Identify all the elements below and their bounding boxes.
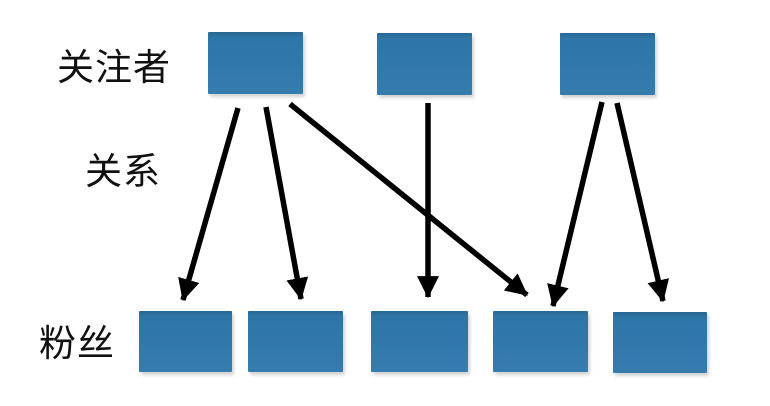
- relation-arrow: [263, 106, 309, 301]
- fan-node: [371, 311, 468, 372]
- relation-arrow: [178, 107, 241, 302]
- fan-node: [248, 311, 343, 372]
- followers-row-label: 关注者: [57, 47, 171, 88]
- fan-node: [613, 312, 707, 373]
- fan-node: [139, 311, 232, 372]
- relation-arrow: [547, 101, 605, 308]
- relation-row-label: 关系: [85, 151, 161, 192]
- follower-node: [377, 33, 472, 95]
- fans-row-label: 粉丝: [39, 323, 115, 364]
- relation-arrow: [614, 102, 669, 303]
- follower-node: [208, 32, 303, 94]
- fan-node: [493, 311, 588, 372]
- relation-arrow: [288, 101, 529, 298]
- follower-node: [560, 33, 655, 95]
